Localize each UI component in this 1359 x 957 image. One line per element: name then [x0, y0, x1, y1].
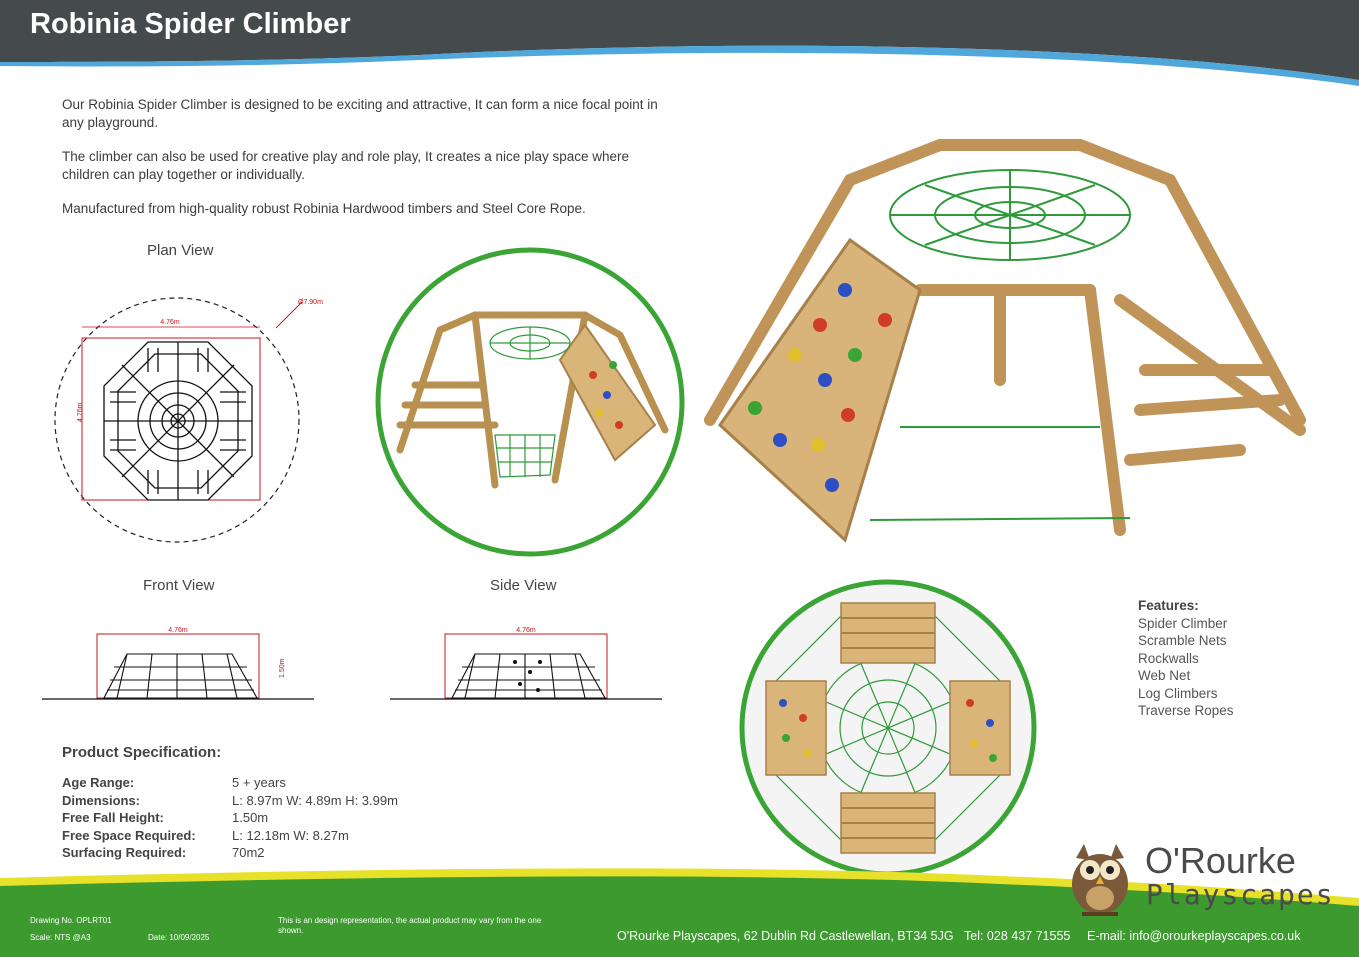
front-height-dim: 1.50m — [279, 658, 286, 678]
spec-row: Free Fall Height: 1.50m — [62, 809, 398, 827]
features-list: Features: Spider Climber Scramble Nets R… — [1138, 597, 1234, 720]
feature-item: Log Climbers — [1138, 685, 1218, 701]
main-render-3d — [704, 139, 1306, 543]
features-title: Features: — [1138, 598, 1199, 613]
spec-label: Age Range: — [62, 775, 135, 790]
intro-paragraph: Our Robinia Spider Climber is designed t… — [62, 97, 658, 130]
spec-value: 70m2 — [232, 845, 265, 860]
plan-view-drawing: Ø7.90m 4.76m 4.76m — [54, 297, 323, 543]
front-view-drawing: 4.76m 1.50m — [42, 627, 314, 700]
address-text: O'Rourke Playscapes, 62 Dublin Rd Castle… — [617, 929, 954, 943]
email-text: E-mail: info@orourkeplayscapes.co.uk — [1087, 929, 1301, 943]
feature-item: Web Net — [1138, 668, 1191, 683]
spec-row: Free Space Required: L: 12.18m W: 8.27m — [62, 827, 398, 845]
spec-table: Age Range: 5 + years Dimensions: L: 8.97m … — [62, 774, 398, 862]
spec-row: Surfacing Required: 70m2 — [62, 844, 398, 862]
feature-item: Spider Climber — [1138, 615, 1228, 631]
intro-paragraph: Manufactured from high-quality robust Ro… — [62, 201, 586, 216]
front-width-dim: 4.76m — [168, 627, 188, 634]
feature-item: Scramble Nets — [1138, 633, 1227, 648]
spec-label: Free Space Required: — [62, 827, 196, 843]
page-title: Robinia Spider Climber — [30, 8, 351, 40]
spec-value: 1.50m — [232, 810, 269, 825]
spec-label: Surfacing Required: — [62, 845, 187, 860]
side-view-label: Side View — [490, 577, 557, 594]
spec-label: Dimensions: — [62, 792, 141, 808]
side-view-drawing: 4.76m — [390, 627, 662, 700]
plan-width-dim: 4.76m — [160, 319, 180, 326]
front-view-label: Front View — [143, 577, 215, 594]
drawing-number: Drawing No. OPLRT01 — [30, 916, 112, 925]
logo-text-line1: O'Rourke — [1145, 840, 1296, 881]
intro-text: Our Robinia Spider Climber is designed t… — [62, 96, 667, 234]
phone-text: Tel: 028 437 71555 — [964, 929, 1071, 943]
spec-row: Dimensions: L: 8.97m W: 4.89m H: 3.99m — [62, 792, 398, 810]
feature-item: Rockwalls — [1138, 650, 1199, 666]
owl-logo-icon — [1072, 844, 1128, 916]
side-width-dim: 4.76m — [516, 627, 536, 634]
disclaimer-text: This is an design representation, the ac… — [278, 916, 542, 935]
logo-text-line2: Playscapes — [1146, 878, 1335, 911]
spec-value: L: 8.97m W: 4.89m H: 3.99m — [232, 792, 398, 808]
plan-view-label: Plan View — [147, 242, 214, 259]
scale-text: Scale: NTS @A3 — [30, 933, 91, 942]
render-circle-3d — [375, 247, 685, 557]
plan-depth-dim: 4.76m — [77, 402, 84, 422]
spec-title: Product Specification: — [62, 744, 222, 761]
feature-item: Traverse Ropes — [1138, 703, 1234, 718]
spec-value: 5 + years — [232, 775, 286, 790]
footer-banner — [0, 860, 1359, 957]
intro-paragraph: The climber can also be used for creativ… — [62, 149, 630, 182]
spec-row: Age Range: 5 + years — [62, 774, 398, 792]
header-banner: Robinia Spider Climber — [0, 0, 1359, 90]
spec-label: Free Fall Height: — [62, 810, 164, 825]
date-text: Date: 10/09/2025 — [148, 933, 210, 942]
render-circle-top — [739, 579, 1037, 877]
plan-circle-dim: Ø7.90m — [298, 299, 323, 306]
spec-value: L: 12.18m W: 8.27m — [232, 827, 349, 843]
